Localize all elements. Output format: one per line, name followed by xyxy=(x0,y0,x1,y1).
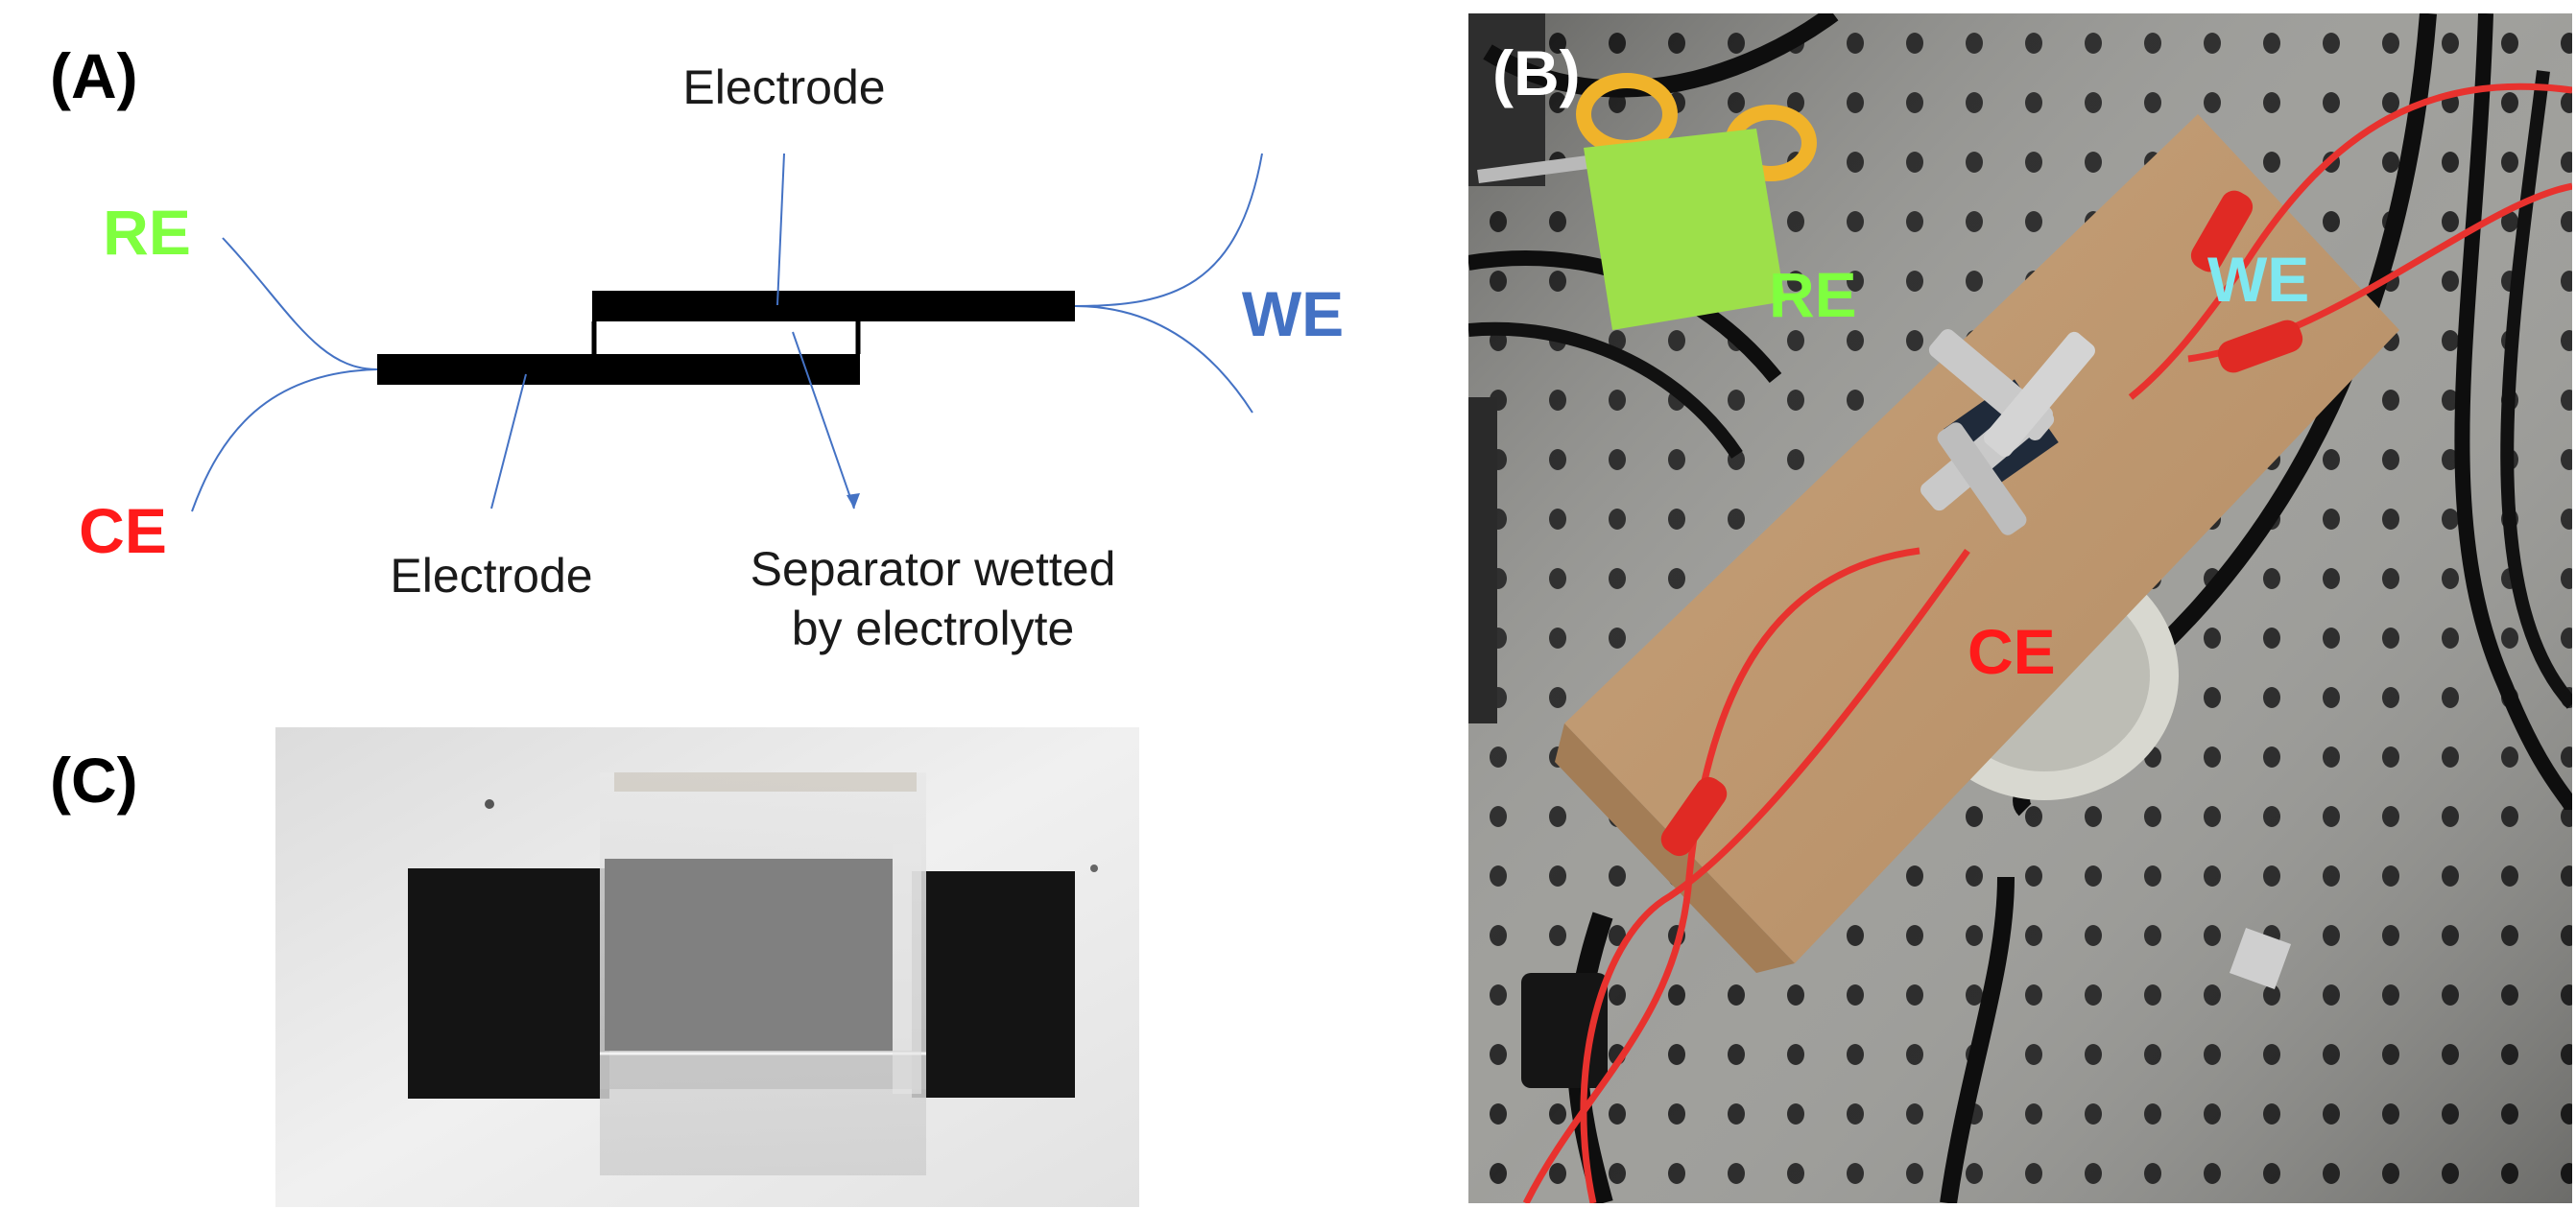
re-label: RE xyxy=(103,197,191,268)
bottom-electrode-bar xyxy=(377,354,860,385)
film-fold xyxy=(600,1051,926,1089)
photo-ce-label: CE xyxy=(1968,616,2056,687)
we-wire-upper xyxy=(1074,153,1263,307)
ce-lead xyxy=(1580,548,1970,1203)
paper-speck xyxy=(485,799,494,809)
top-electrode-label: Electrode xyxy=(682,60,885,114)
re-wire xyxy=(222,237,378,370)
panel-b-label: (B) xyxy=(1492,37,1581,108)
right-electrode xyxy=(912,871,1075,1098)
sticky-note xyxy=(1584,129,1785,330)
bottom-electrode-pointer xyxy=(490,373,527,509)
panel-c-label: (C) xyxy=(50,745,138,816)
cell-photo xyxy=(275,727,1139,1207)
cardboard-box xyxy=(1564,114,2399,963)
separator-label-line1: Separator wetted xyxy=(751,542,1116,596)
film-side-tape xyxy=(893,844,921,1094)
we-label: WE xyxy=(1242,278,1344,349)
bench-edge-object xyxy=(1468,397,1497,723)
top-left-object xyxy=(1468,13,1545,186)
paper-speck xyxy=(1090,865,1098,872)
we-wire-lower xyxy=(1074,305,1253,414)
top-electrode-bar xyxy=(592,291,1075,321)
ce-wire xyxy=(191,368,378,512)
bottom-electrode-label: Electrode xyxy=(390,549,592,603)
separator-pointer xyxy=(792,331,855,509)
red-clip xyxy=(2190,190,2254,272)
panel-c-photo: (C) xyxy=(0,710,1152,1228)
cell-schematic: Electrode Electrode Separator wetted by … xyxy=(79,60,1344,655)
re-lead xyxy=(1522,547,1920,1203)
electrode-overlap-region xyxy=(605,859,893,1051)
panel-a-schematic: (A) Electrode Electrode Separator wetted… xyxy=(0,0,1420,700)
red-clip xyxy=(1660,776,1728,857)
black-cable xyxy=(1483,13,1839,98)
foil-piece xyxy=(2229,927,2292,990)
black-cable xyxy=(2454,13,2572,812)
left-electrode xyxy=(408,868,609,1099)
film-top-edge xyxy=(614,772,917,792)
we-lead xyxy=(2128,83,2572,400)
metal-clip xyxy=(1984,331,2095,458)
red-clip xyxy=(2217,320,2303,373)
black-cable xyxy=(2500,70,2572,709)
photo-we-label: WE xyxy=(2207,244,2309,315)
setup-photo: (B) RE CE WE xyxy=(1468,13,2572,1203)
panel-a-label: (A) xyxy=(50,40,138,111)
black-cable xyxy=(1468,321,1743,459)
panel-b-photo: (B) RE CE WE xyxy=(1468,13,2572,1203)
metal-clip xyxy=(1937,422,2027,535)
separator-pointer-arrowhead xyxy=(847,493,860,509)
separator-label-line2: by electrolyte xyxy=(792,602,1075,655)
ce-label: CE xyxy=(79,495,167,566)
top-electrode-pointer xyxy=(776,153,785,306)
photo-re-label: RE xyxy=(1769,259,1857,330)
black-cable xyxy=(1940,876,2015,1203)
